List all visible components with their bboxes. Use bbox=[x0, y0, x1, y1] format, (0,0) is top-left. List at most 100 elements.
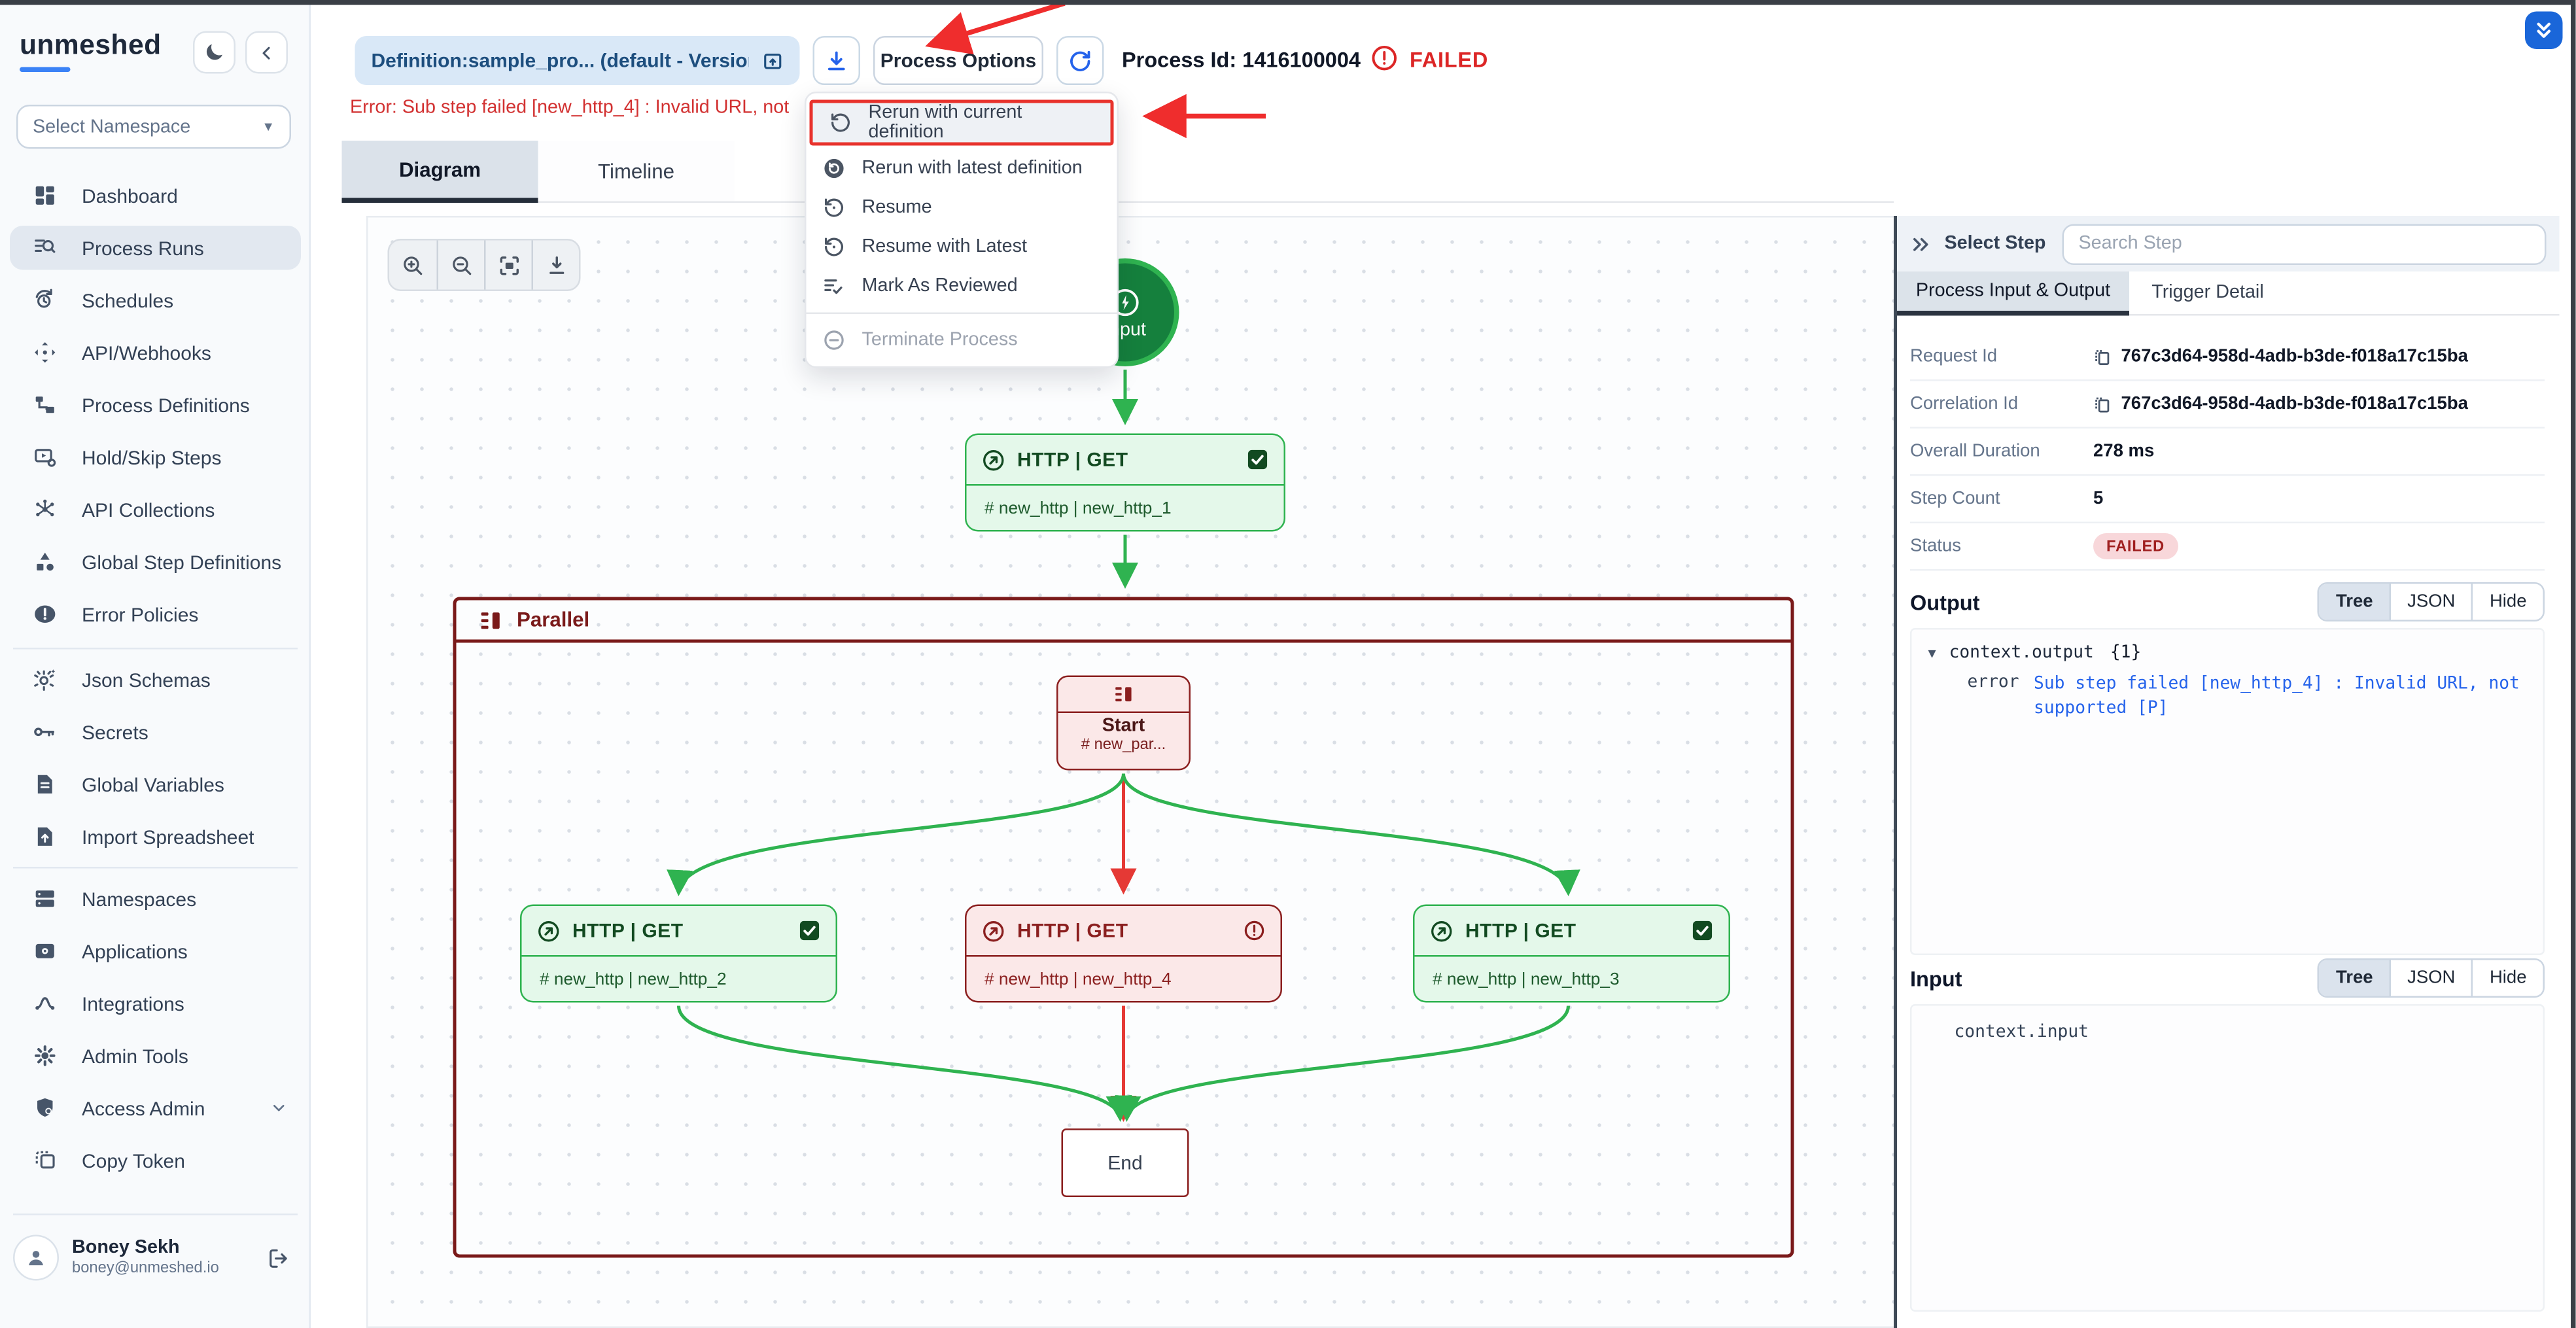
logout-button[interactable] bbox=[267, 1246, 292, 1270]
process-definitions-icon bbox=[33, 393, 58, 417]
copy-icon[interactable] bbox=[2093, 395, 2112, 413]
parallel-container[interactable]: Parallel bbox=[453, 597, 1794, 1258]
row-label: Correlation Id bbox=[1910, 394, 2019, 414]
integrations-icon bbox=[33, 991, 58, 1016]
scroll-down-widget[interactable] bbox=[2525, 11, 2563, 49]
node-parallel-start[interactable]: Start # new_par... bbox=[1056, 675, 1191, 771]
open-definition-icon[interactable] bbox=[762, 50, 784, 71]
sidebar-divider bbox=[13, 648, 298, 650]
node-new-http-1[interactable]: HTTP | GET # new_http | new_http_1 bbox=[965, 433, 1285, 532]
output-title: Output bbox=[1910, 589, 1980, 614]
sidebar-item-api-webhooks[interactable]: API/Webhooks bbox=[10, 330, 301, 375]
tab-diagram[interactable]: Diagram bbox=[341, 141, 538, 203]
collapse-sidebar-button[interactable] bbox=[245, 31, 288, 74]
tab-process-input-output[interactable]: Process Input & Output bbox=[1897, 271, 2129, 316]
sidebar-item-access-admin[interactable]: Access Admin bbox=[10, 1086, 301, 1130]
search-step-input[interactable] bbox=[2062, 223, 2547, 264]
output-section-header: Output Tree JSON Hide bbox=[1910, 579, 2545, 625]
menu-item-rerun-latest[interactable]: Rerun with latest definition bbox=[807, 149, 1117, 188]
tab-trigger-detail[interactable]: Trigger Detail bbox=[2129, 271, 2286, 316]
zoom-in-button[interactable] bbox=[389, 241, 437, 290]
chevron-down-icon: ▼ bbox=[262, 119, 275, 135]
sidebar-item-label: Error Policies bbox=[82, 603, 199, 626]
sidebar-item-json-schemas[interactable]: Json Schemas bbox=[10, 657, 301, 702]
node-new-http-3[interactable]: HTTP | GET # new_http | new_http_3 bbox=[1413, 904, 1730, 1003]
input-hide-toggle[interactable]: Hide bbox=[2471, 960, 2543, 996]
sidebar-item-integrations[interactable]: Integrations bbox=[10, 981, 301, 1026]
input-view-toggle: Tree JSON Hide bbox=[2318, 958, 2545, 998]
menu-item-resume[interactable]: Resume bbox=[807, 188, 1117, 228]
panel-divider[interactable] bbox=[1894, 216, 1897, 1328]
output-hide-toggle[interactable]: Hide bbox=[2471, 584, 2543, 620]
menu-item-resume-with-latest[interactable]: Resume with Latest bbox=[807, 228, 1117, 267]
http-icon bbox=[1431, 920, 1452, 941]
sidebar: unmeshed Select Namespace ▼ Dashboard Pr… bbox=[0, 5, 311, 1328]
sidebar-item-api-collections[interactable]: API Collections bbox=[10, 487, 301, 532]
node-end[interactable]: End bbox=[1061, 1128, 1189, 1197]
sidebar-item-dashboard[interactable]: Dashboard bbox=[10, 173, 301, 218]
node-new-http-4-failed[interactable]: HTTP | GET # new_http | new_http_4 bbox=[965, 904, 1282, 1003]
sidebar-item-secrets[interactable]: Secrets bbox=[10, 710, 301, 754]
download-process-button[interactable] bbox=[812, 36, 860, 85]
output-tree-view: ▼ context.output {1} error Sub step fail… bbox=[1910, 628, 2545, 955]
user-profile[interactable]: Boney Sekh boney@unmeshed.io bbox=[13, 1234, 298, 1281]
fit-view-button[interactable] bbox=[484, 240, 532, 290]
detail-row-request-id: Request Id 767c3d64-958d-4adb-b3de-f018a… bbox=[1910, 334, 2545, 381]
start-node-subtitle: # new_par... bbox=[1081, 736, 1166, 754]
detail-row-step-count: Step Count 5 bbox=[1910, 476, 2545, 523]
menu-item-rerun-current[interactable]: Rerun with current definition bbox=[809, 99, 1114, 146]
sidebar-item-label: Dashboard bbox=[82, 184, 178, 207]
detail-row-correlation-id: Correlation Id 767c3d64-958d-4adb-b3de-f… bbox=[1910, 381, 2545, 428]
json-schemas-icon bbox=[33, 667, 58, 692]
sidebar-item-global-variables[interactable]: Global Variables bbox=[10, 762, 301, 807]
node-new-http-2[interactable]: HTTP | GET # new_http | new_http_2 bbox=[520, 904, 837, 1003]
dark-mode-toggle[interactable] bbox=[193, 31, 235, 74]
refresh-button[interactable] bbox=[1056, 36, 1104, 85]
input-section-header: Input Tree JSON Hide bbox=[1910, 955, 2545, 1001]
process-options-button[interactable]: Process Options bbox=[873, 36, 1043, 85]
step-detail-panel: Select Step Process Input & Output Trigg… bbox=[1897, 216, 2560, 1328]
sidebar-item-process-definitions[interactable]: Process Definitions bbox=[10, 383, 301, 427]
copy-icon[interactable] bbox=[2093, 347, 2112, 366]
definition-label: Definition:sample_pro... (default - Vers… bbox=[371, 49, 750, 72]
sidebar-item-error-policies[interactable]: Error Policies bbox=[10, 592, 301, 637]
node-title: HTTP | GET bbox=[1465, 919, 1576, 942]
process-id-label: Process Id: 1416100004 bbox=[1122, 47, 1361, 73]
sidebar-item-namespaces[interactable]: Namespaces bbox=[10, 877, 301, 921]
sidebar-item-process-runs[interactable]: Process Runs bbox=[10, 226, 301, 270]
sidebar-divider bbox=[13, 867, 298, 869]
sidebar-item-import-spreadsheet[interactable]: Import Spreadsheet bbox=[10, 814, 301, 859]
sidebar-item-schedules[interactable]: Schedules bbox=[10, 278, 301, 323]
menu-item-mark-as-reviewed[interactable]: Mark As Reviewed bbox=[807, 267, 1117, 306]
sidebar-item-label: Schedules bbox=[82, 288, 174, 312]
process-options-menu: Rerun with current definition Rerun with… bbox=[805, 92, 1119, 368]
node-title: HTTP | GET bbox=[1017, 448, 1128, 471]
export-diagram-button[interactable] bbox=[531, 240, 580, 290]
app-logo: unmeshed bbox=[20, 29, 162, 61]
definition-pill[interactable]: Definition:sample_pro... (default - Vers… bbox=[355, 36, 800, 85]
resume-latest-icon bbox=[823, 236, 846, 258]
sidebar-item-copy-token[interactable]: Copy Token bbox=[10, 1138, 301, 1183]
output-tree-toggle[interactable]: Tree bbox=[2319, 584, 2390, 620]
output-json-toggle[interactable]: JSON bbox=[2389, 584, 2472, 620]
error-alert-icon bbox=[1243, 919, 1266, 942]
namespace-select[interactable]: Select Namespace ▼ bbox=[16, 105, 291, 149]
sidebar-item-admin-tools[interactable]: Admin Tools bbox=[10, 1034, 301, 1078]
select-step-bar: Select Step bbox=[1897, 216, 2560, 271]
start-node-title: Start bbox=[1102, 716, 1145, 736]
tree-expand-icon[interactable]: ▼ bbox=[1928, 645, 1936, 660]
sidebar-item-label: Global Variables bbox=[82, 773, 224, 796]
zoom-out-button[interactable] bbox=[436, 240, 485, 290]
input-json-toggle[interactable]: JSON bbox=[2389, 960, 2472, 996]
menu-item-label: Rerun with latest definition bbox=[862, 158, 1083, 179]
sidebar-item-hold-skip-steps[interactable]: Hold/Skip Steps bbox=[10, 435, 301, 480]
sidebar-item-global-step-definitions[interactable]: Global Step Definitions bbox=[10, 540, 301, 584]
api-webhooks-icon bbox=[33, 340, 58, 365]
menu-item-label: Resume with Latest bbox=[862, 237, 1028, 257]
namespace-placeholder: Select Namespace bbox=[33, 116, 191, 137]
input-tree-toggle[interactable]: Tree bbox=[2319, 960, 2390, 996]
sidebar-item-applications[interactable]: Applications bbox=[10, 929, 301, 973]
tab-timeline[interactable]: Timeline bbox=[538, 141, 735, 203]
parallel-icon bbox=[481, 612, 500, 628]
chevrons-right-icon[interactable] bbox=[1910, 233, 1932, 254]
